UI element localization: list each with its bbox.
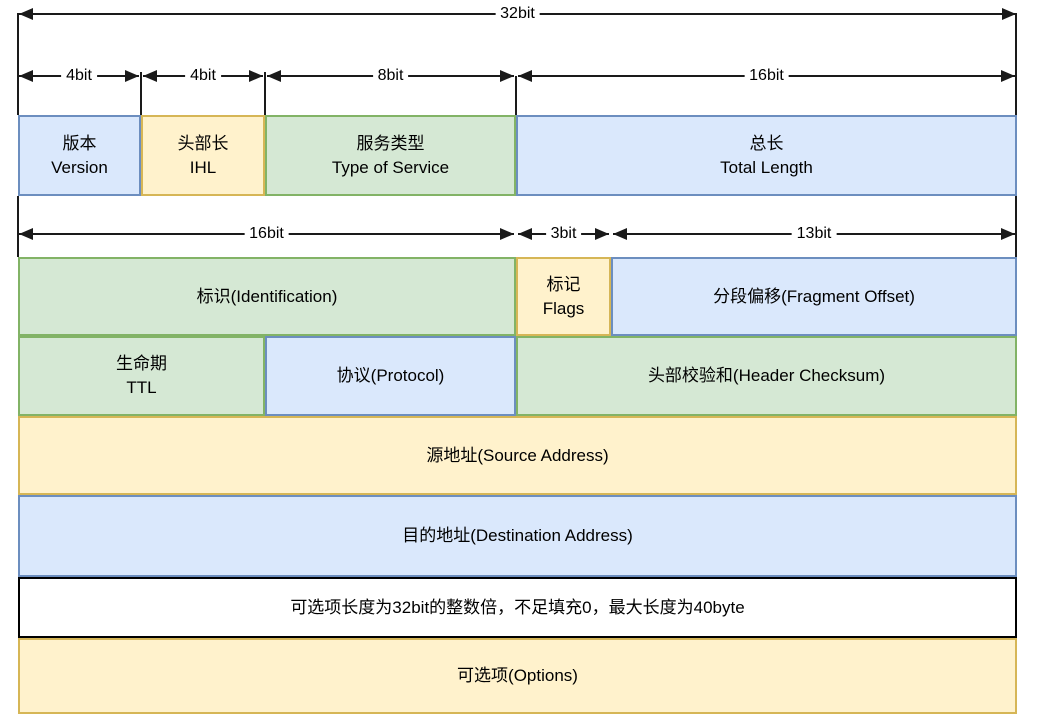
field-flags-zh: 标记 [546, 274, 581, 294]
field-destination-address-label: 目的地址(Destination Address) [402, 526, 633, 546]
field-destination-address: 目的地址(Destination Address) [18, 495, 1017, 577]
measure-label-16bit-mid: 16bit [244, 225, 289, 243]
left-guide-line-top [17, 13, 19, 115]
field-identification-label: 标识(Identification) [196, 286, 338, 306]
measure-arrow-16bit-mid: 16bit [19, 225, 514, 243]
measure-label-4bit-version: 4bit [61, 67, 97, 85]
field-total-length-en: Total Length [720, 157, 813, 177]
tick-ihl-tos [264, 72, 266, 115]
measure-arrow-13bit: 13bit [613, 225, 1015, 243]
measure-label-16bit-top: 16bit [744, 67, 789, 85]
measure-arrow-32bit: 32bit [19, 5, 1016, 23]
field-type-of-service: 服务类型 Type of Service [265, 115, 516, 196]
right-guide-line-top [1015, 13, 1017, 115]
field-flags: 标记 Flags [516, 257, 611, 336]
field-flags-en: Flags [542, 298, 585, 318]
measure-arrow-4bit-ihl: 4bit [143, 67, 263, 85]
field-protocol-label: 协议(Protocol) [336, 366, 445, 386]
field-fragment-offset: 分段偏移(Fragment Offset) [611, 257, 1017, 336]
tick-tos-totallength [515, 76, 517, 115]
field-header-checksum-label: 头部校验和(Header Checksum) [647, 366, 886, 386]
left-guide-line-mid [17, 196, 19, 257]
field-ihl: 头部长 IHL [141, 115, 265, 196]
measure-label-13bit: 13bit [791, 225, 837, 243]
measure-label-3bit: 3bit [545, 225, 582, 243]
field-options-note-label: 可选项长度为32bit的整数倍，不足填充0，最大长度为40byte [290, 597, 745, 617]
field-ttl: 生命期 TTL [18, 336, 265, 416]
field-version: 版本 Version [18, 115, 141, 196]
measure-label-8bit: 8bit [372, 67, 409, 85]
field-tos-en: Type of Service [331, 157, 450, 177]
field-options-note: 可选项长度为32bit的整数倍，不足填充0，最大长度为40byte [18, 577, 1017, 638]
field-ttl-en: TTL [126, 378, 157, 397]
field-version-en: Version [51, 157, 108, 177]
field-ihl-en: IHL [189, 157, 217, 177]
tick-version-ihl [140, 72, 142, 115]
measure-arrow-16bit-top: 16bit [518, 67, 1015, 85]
measure-arrow-8bit: 8bit [267, 67, 514, 85]
field-source-address: 源地址(Source Address) [18, 416, 1017, 495]
field-protocol: 协议(Protocol) [265, 336, 516, 416]
field-total-length: 总长 Total Length [516, 115, 1017, 196]
field-ttl-zh: 生命期 [116, 354, 167, 374]
measure-arrow-4bit-version: 4bit [19, 67, 139, 85]
field-ihl-zh: 头部长 [177, 133, 229, 153]
field-options: 可选项(Options) [18, 638, 1017, 714]
field-total-length-zh: 总长 [749, 133, 784, 153]
field-header-checksum: 头部校验和(Header Checksum) [516, 336, 1017, 416]
field-source-address-label: 源地址(Source Address) [426, 445, 609, 465]
measure-arrow-3bit: 3bit [518, 225, 609, 243]
field-fragment-offset-label: 分段偏移(Fragment Offset) [713, 286, 915, 306]
field-version-zh: 版本 [62, 133, 97, 153]
measure-label-4bit-ihl: 4bit [185, 67, 221, 85]
field-tos-zh: 服务类型 [356, 133, 425, 153]
field-options-label: 可选项(Options) [457, 666, 578, 686]
measure-label-32bit: 32bit [495, 5, 540, 23]
right-guide-line-mid [1015, 196, 1017, 257]
field-identification: 标识(Identification) [18, 257, 516, 336]
